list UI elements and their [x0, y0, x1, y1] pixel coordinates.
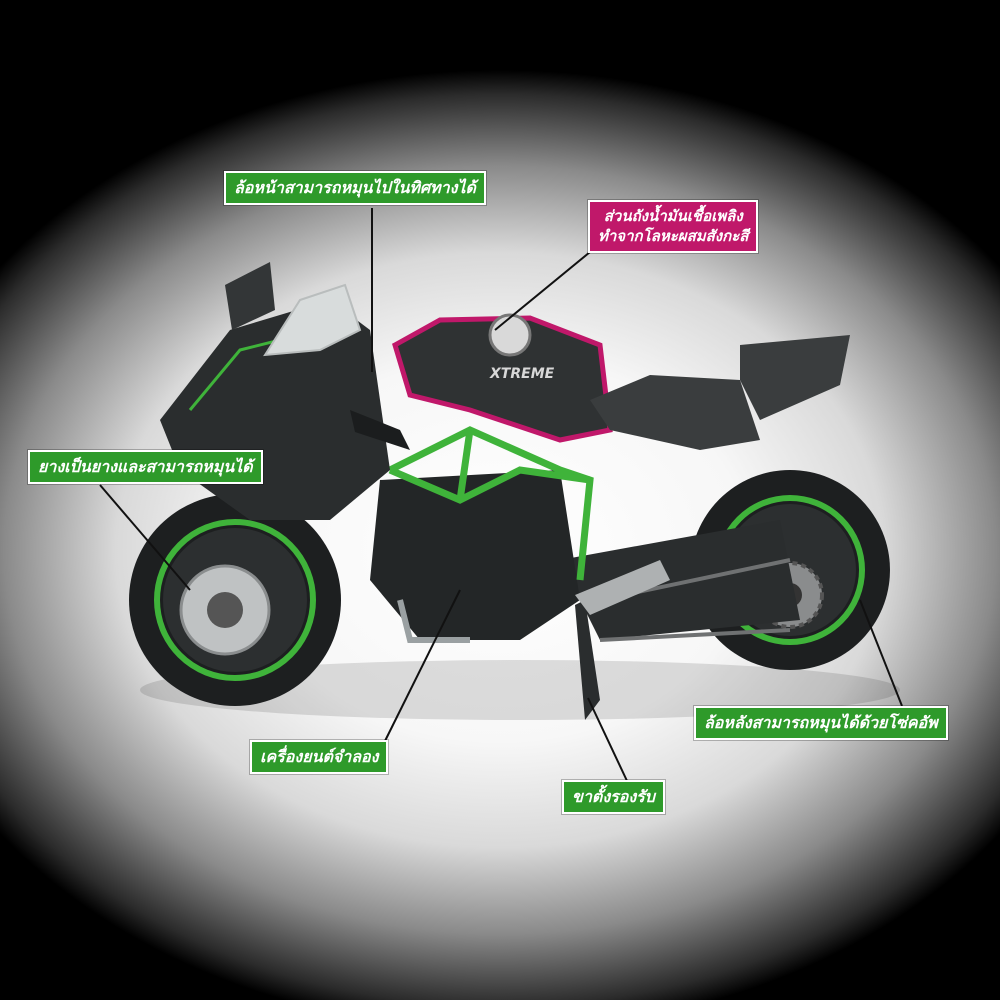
side-stand	[575, 600, 600, 720]
fuel-tank	[395, 318, 610, 440]
swing-arm	[560, 520, 800, 640]
label-front-wheel: ล้อหน้าสามารถหมุนไปในทิศทางได้	[224, 171, 486, 205]
tail-cowl	[740, 335, 850, 420]
label-tire: ยางเป็นยางและสามารถหมุนได้	[28, 450, 263, 484]
label-front-wheel-text: ล้อหน้าสามารถหมุนไปในทิศทางได้	[234, 178, 476, 197]
label-fuel-tank: ส่วนถังน้ำมันเชื้อเพลิง ทำจากโลหะผสมสังก…	[588, 200, 759, 253]
windscreen	[263, 283, 362, 357]
label-rear-wheel: ล้อหลังสามารถหมุนได้ด้วยโซ่คอัพ	[694, 706, 948, 740]
ground-shadow	[140, 660, 900, 720]
label-rear-wheel-text: ล้อหลังสามารถหมุนได้ด้วยโซ่คอัพ	[704, 713, 938, 732]
tank-logo-text: XTREME	[489, 366, 555, 382]
label-stand: ขาตั้งรองรับ	[562, 780, 665, 814]
label-engine: เครื่องยนต์จำลอง	[250, 740, 389, 774]
label-fuel-tank-line2: ทำจากโลหะผสมสังกะสี	[598, 227, 749, 246]
seat	[590, 375, 760, 450]
mirror	[225, 262, 275, 330]
label-engine-text: เครื่องยนต์จำลอง	[260, 747, 379, 766]
footpeg	[575, 560, 670, 615]
label-fuel-tank-line1: ส่วนถังน้ำมันเชื้อเพลิง	[603, 207, 743, 225]
label-stand-text: ขาตั้งรองรับ	[572, 787, 655, 806]
label-tire-text: ยางเป็นยางและสามารถหมุนได้	[38, 457, 253, 476]
fuel-cap	[488, 313, 532, 357]
trellis-frame	[388, 426, 594, 581]
handlebar	[350, 410, 410, 450]
front-wheel	[129, 494, 341, 706]
